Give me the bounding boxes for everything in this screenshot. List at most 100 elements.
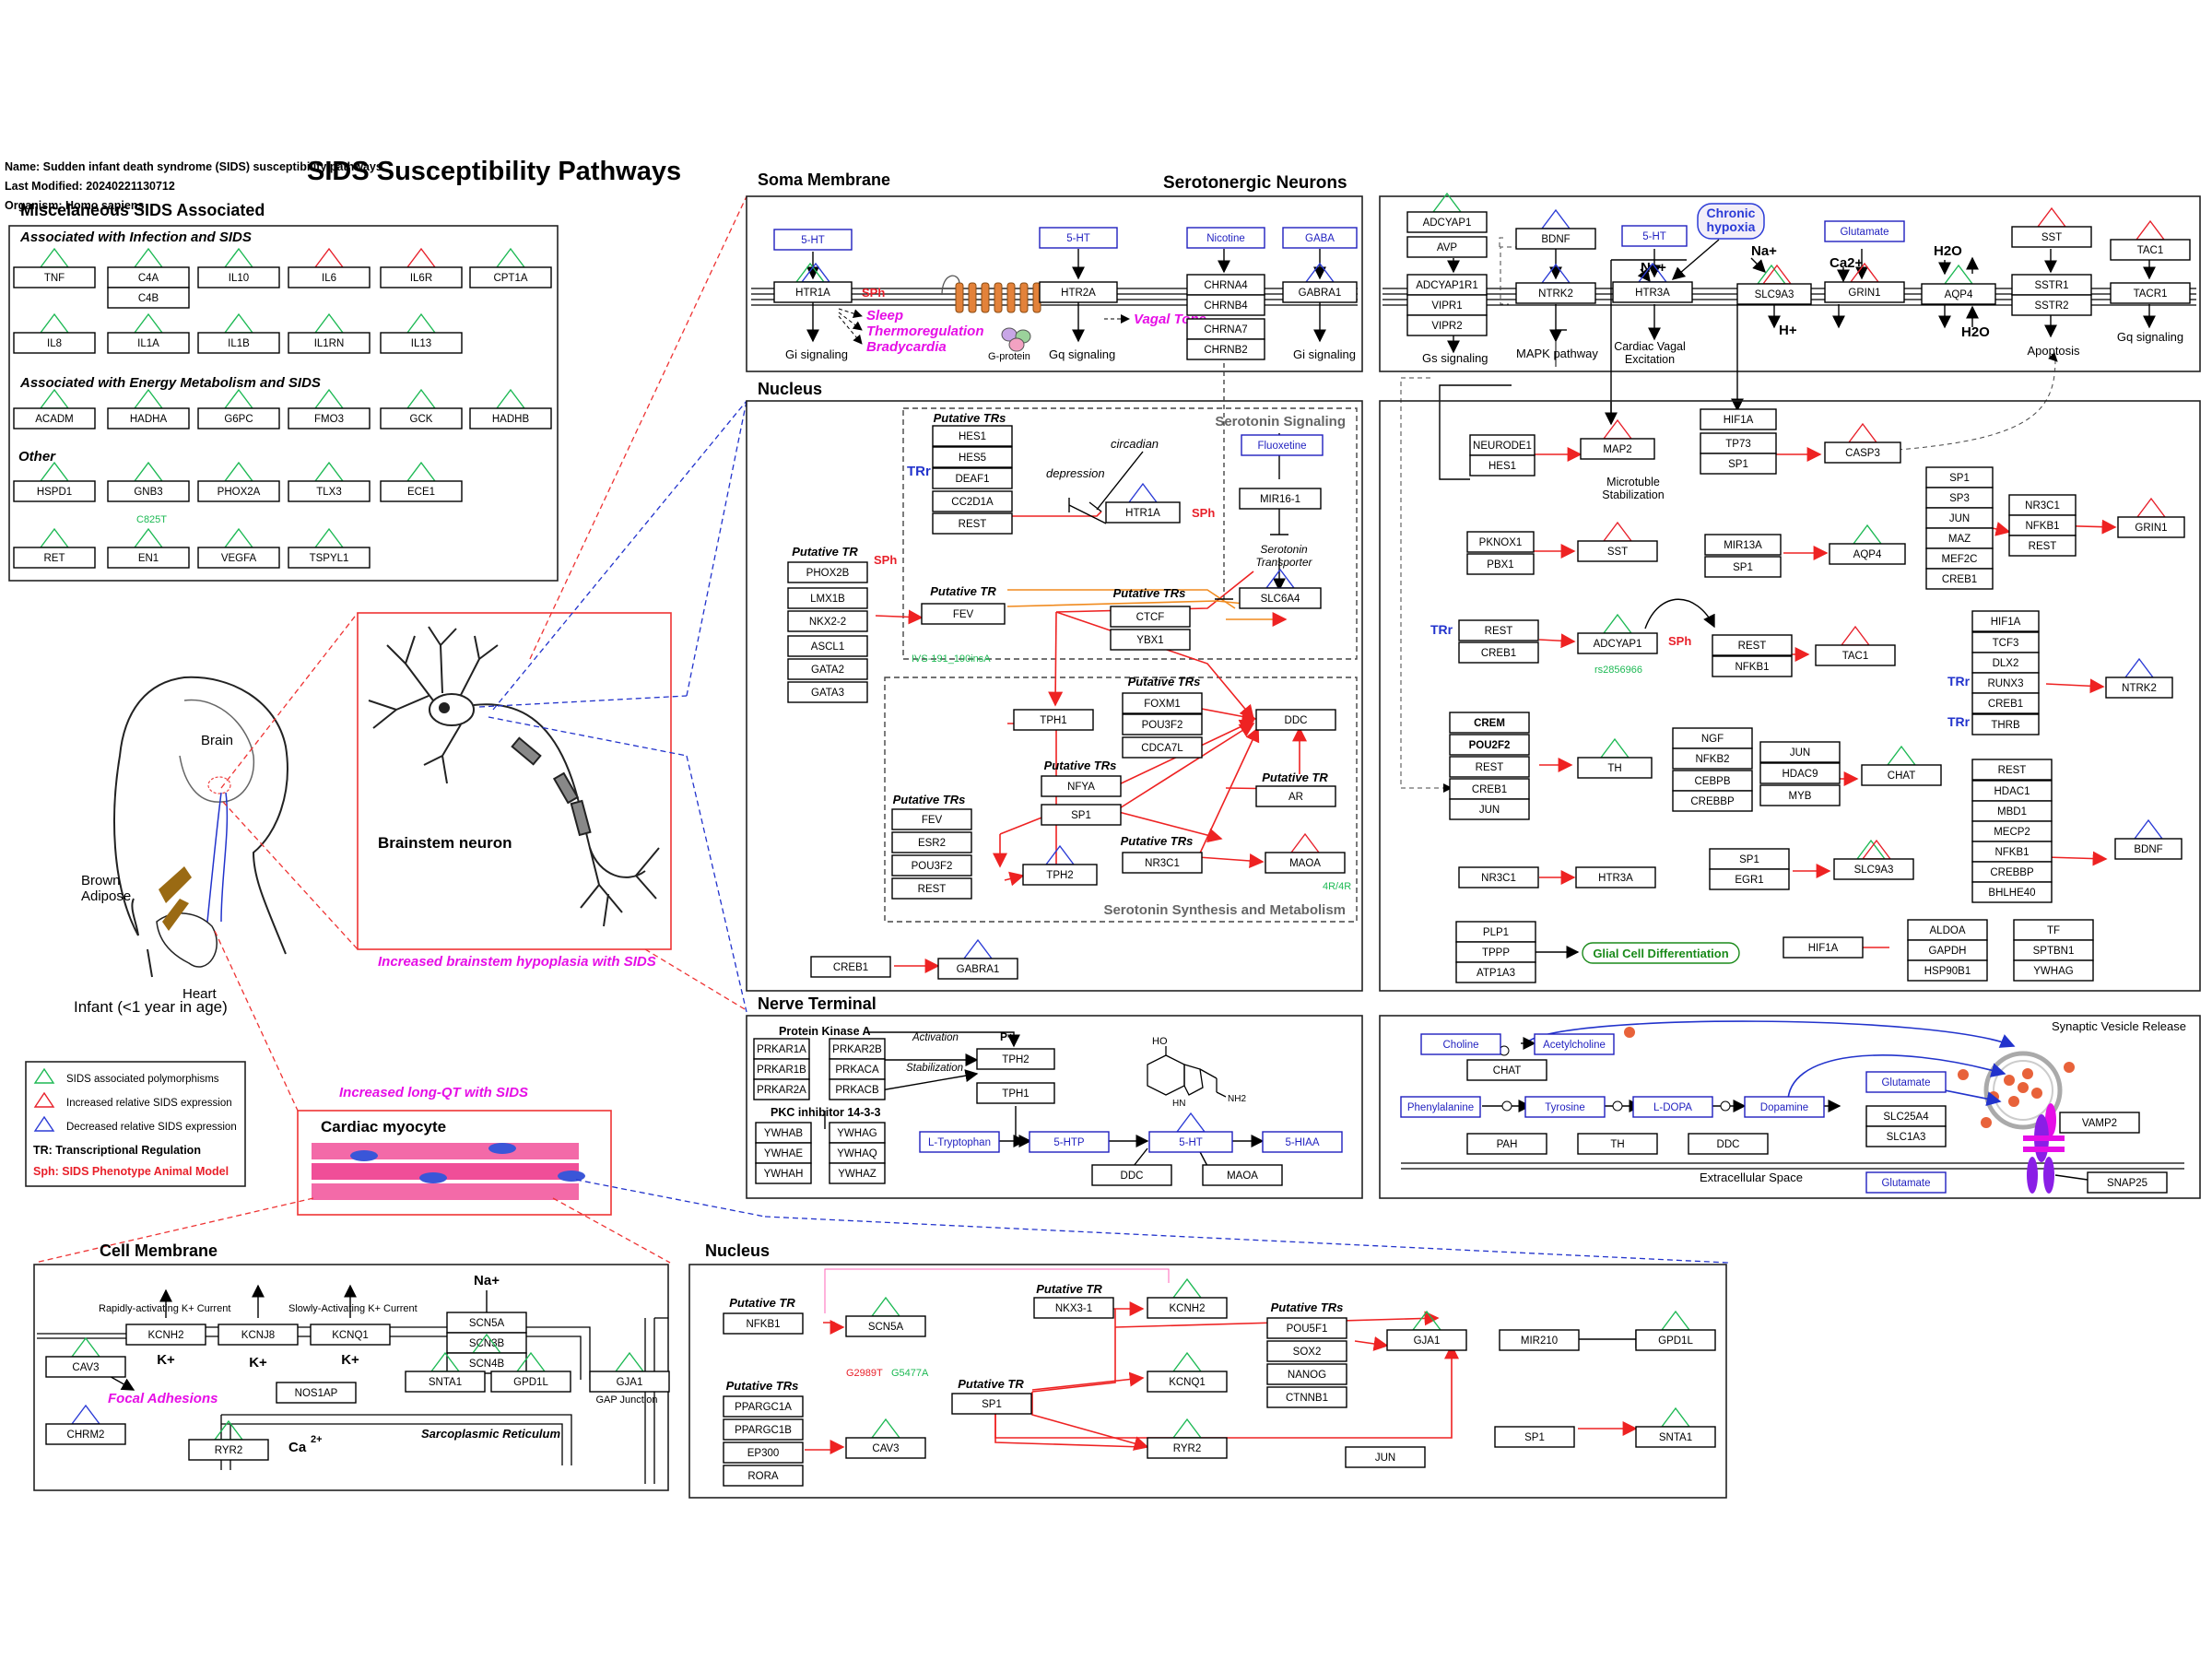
gene-node-pknox1[interactable]: PKNOX1 <box>1466 531 1535 553</box>
gene-node-chat[interactable]: CHAT <box>1466 1059 1547 1081</box>
gene-node-pou2f2[interactable]: POU2F2 <box>1449 734 1530 756</box>
gene-node-thrb[interactable]: THRB <box>1971 713 2040 735</box>
gene-node-sst[interactable]: SST <box>1577 521 1658 562</box>
gene-node-bdnf[interactable]: BDNF <box>2114 818 2183 860</box>
gene-node-hadha[interactable]: HADHA <box>107 388 190 429</box>
gene-node-mir210[interactable]: MIR210 <box>1499 1329 1580 1351</box>
gene-node-tspyl1[interactable]: TSPYL1 <box>288 527 371 569</box>
gene-node-il6[interactable]: IL6 <box>288 247 371 288</box>
gene-node-il1b[interactable]: IL1B <box>197 312 280 354</box>
gene-node-adcyap1r1[interactable]: ADCYAP1R1 <box>1406 274 1488 296</box>
gene-node-sp3[interactable]: SP3 <box>1925 487 1994 509</box>
gene-node-il1a[interactable]: IL1A <box>107 312 190 354</box>
gene-node-tppp[interactable]: TPPP <box>1455 941 1536 963</box>
gene-node-tac1[interactable]: TAC1 <box>1815 625 1896 666</box>
gene-node-htr1a[interactable]: HTR1A <box>773 262 853 303</box>
gene-node-pbx1[interactable]: PBX1 <box>1466 553 1535 575</box>
gene-node-gata3[interactable]: GATA3 <box>787 681 868 703</box>
gene-node-lmx1b[interactable]: LMX1B <box>787 587 868 609</box>
gene-node-creb1[interactable]: CREB1 <box>810 956 891 978</box>
gene-node-jun[interactable]: JUN <box>1345 1446 1426 1468</box>
gene-node-vipr2[interactable]: VIPR2 <box>1406 314 1488 336</box>
gene-node-grin1[interactable]: GRIN1 <box>2117 497 2185 538</box>
gene-node-scn4b[interactable]: SCN4B <box>446 1333 527 1374</box>
metabolite-phenylalanine[interactable]: Phenylalanine <box>1400 1096 1481 1118</box>
metabolite-nicotine[interactable]: Nicotine <box>1186 227 1265 249</box>
gene-node-nfya[interactable]: NFYA <box>1041 775 1122 797</box>
gene-node-ascl1[interactable]: ASCL1 <box>787 635 868 657</box>
gene-node-adcyap1[interactable]: ADCYAP1 <box>1406 192 1488 233</box>
gene-node-ece1[interactable]: ECE1 <box>380 461 463 502</box>
gene-node-hif1a[interactable]: HIF1A <box>1700 408 1777 430</box>
gene-node-crebbp[interactable]: CREBBP <box>1971 861 2053 883</box>
gene-node-kcnq1[interactable]: KCNQ1 <box>310 1324 391 1346</box>
gene-node-crebbp[interactable]: CREBBP <box>1672 790 1753 812</box>
gene-node-sstr2[interactable]: SSTR2 <box>2011 294 2092 316</box>
gene-node-ywhag[interactable]: YWHAG <box>829 1122 886 1144</box>
metabolite-glutamate[interactable]: Glutamate <box>1865 1071 1947 1093</box>
gene-node-tph2[interactable]: TPH2 <box>976 1048 1055 1070</box>
gene-node-nkx3-1[interactable]: NKX3-1 <box>1033 1297 1114 1319</box>
gene-node-creb1[interactable]: CREB1 <box>1925 568 1994 590</box>
gene-node-tac1[interactable]: TAC1 <box>2110 219 2191 261</box>
gene-node-mef2c[interactable]: MEF2C <box>1925 547 1994 570</box>
gene-node-cav3[interactable]: CAV3 <box>45 1336 126 1378</box>
gene-node-hspd1[interactable]: HSPD1 <box>13 461 96 502</box>
gene-node-tph1[interactable]: TPH1 <box>976 1082 1055 1104</box>
gene-node-il10[interactable]: IL10 <box>197 247 280 288</box>
gene-node-gapdh[interactable]: GAPDH <box>1907 939 1988 961</box>
gene-node-scn3b[interactable]: SCN3B <box>446 1332 527 1354</box>
gene-node-creb1[interactable]: CREB1 <box>1971 692 2040 714</box>
gene-node-rest[interactable]: REST <box>932 512 1013 535</box>
gene-node-gpd1l[interactable]: GPD1L <box>1635 1310 1716 1351</box>
gene-node-ctcf[interactable]: CTCF <box>1110 606 1191 628</box>
gene-node-kcnh2[interactable]: KCNH2 <box>125 1324 206 1346</box>
gene-node-myb[interactable]: MYB <box>1759 784 1841 806</box>
gene-node-slc1a3[interactable]: SLC1A3 <box>1865 1125 1947 1147</box>
gene-node-aldoa[interactable]: ALDOA <box>1907 919 1988 941</box>
gene-node-il1rn[interactable]: IL1RN <box>288 312 371 354</box>
gene-node-sptbn1[interactable]: SPTBN1 <box>2013 939 2094 961</box>
gene-node-neurode1[interactable]: NEURODE1 <box>1469 434 1535 456</box>
gene-node-ppargc1a[interactable]: PPARGC1A <box>723 1395 804 1418</box>
gene-node-mir16-1[interactable]: MIR16-1 <box>1239 488 1322 510</box>
gene-node-nfkb1[interactable]: NFKB1 <box>1971 841 2053 863</box>
gene-node-pou3f2[interactable]: POU3F2 <box>891 854 972 877</box>
gene-node-vipr1[interactable]: VIPR1 <box>1406 294 1488 316</box>
gene-node-slc9a3[interactable]: SLC9A3 <box>1736 264 1812 305</box>
gene-node-mbd1[interactable]: MBD1 <box>1971 800 2053 822</box>
gene-node-gpd1l[interactable]: GPD1L <box>490 1351 571 1393</box>
gene-node-hif1a[interactable]: HIF1A <box>1783 936 1864 959</box>
gene-node-nkx2-2[interactable]: NKX2-2 <box>787 610 868 632</box>
gene-node-snta1[interactable]: SNTA1 <box>405 1351 486 1393</box>
gene-node-cav3[interactable]: CAV3 <box>845 1418 926 1459</box>
gene-node-fev[interactable]: FEV <box>891 808 972 830</box>
metabolite-5-htp[interactable]: 5-HTP <box>1029 1131 1110 1153</box>
metabolite-tyrosine[interactable]: Tyrosine <box>1524 1096 1606 1118</box>
gene-node-il8[interactable]: IL8 <box>13 312 96 354</box>
gene-node-grin1[interactable]: GRIN1 <box>1824 262 1905 303</box>
gene-node-tph2[interactable]: TPH2 <box>1022 844 1098 886</box>
gene-node-gata2[interactable]: GATA2 <box>787 658 868 680</box>
metabolite-5-ht[interactable]: 5-HT <box>1148 1112 1233 1153</box>
gene-node-maz[interactable]: MAZ <box>1925 527 1994 549</box>
gene-node-aqp4[interactable]: AQP4 <box>1921 264 1996 305</box>
gene-node-kcnj8[interactable]: KCNJ8 <box>218 1324 299 1346</box>
gene-node-tf[interactable]: TF <box>2013 919 2094 941</box>
gene-node-ddc[interactable]: DDC <box>1688 1133 1769 1155</box>
gene-node-ywhah[interactable]: YWHAH <box>755 1162 812 1184</box>
gene-node-hsp90b1[interactable]: HSP90B1 <box>1907 959 1988 982</box>
gene-node-th[interactable]: TH <box>1577 1133 1658 1155</box>
gene-node-tp73[interactable]: TP73 <box>1700 432 1777 454</box>
gene-node-il6r[interactable]: IL6R <box>380 247 463 288</box>
gene-node-chat[interactable]: CHAT <box>1861 745 1942 786</box>
gene-node-ddc[interactable]: DDC <box>1091 1164 1172 1186</box>
gene-node-rest[interactable]: REST <box>2008 535 2077 557</box>
gene-node-nos1ap[interactable]: NOS1AP <box>276 1382 357 1404</box>
gene-node-rest[interactable]: REST <box>1458 619 1539 641</box>
gene-node-sstr1[interactable]: SSTR1 <box>2011 274 2092 296</box>
gene-node-cpt1a[interactable]: CPT1A <box>469 247 552 288</box>
metabolite-5-hiaa[interactable]: 5-HIAA <box>1262 1131 1343 1153</box>
gene-node-cebpb[interactable]: CEBPB <box>1672 770 1753 792</box>
gene-node-fmo3[interactable]: FMO3 <box>288 388 371 429</box>
